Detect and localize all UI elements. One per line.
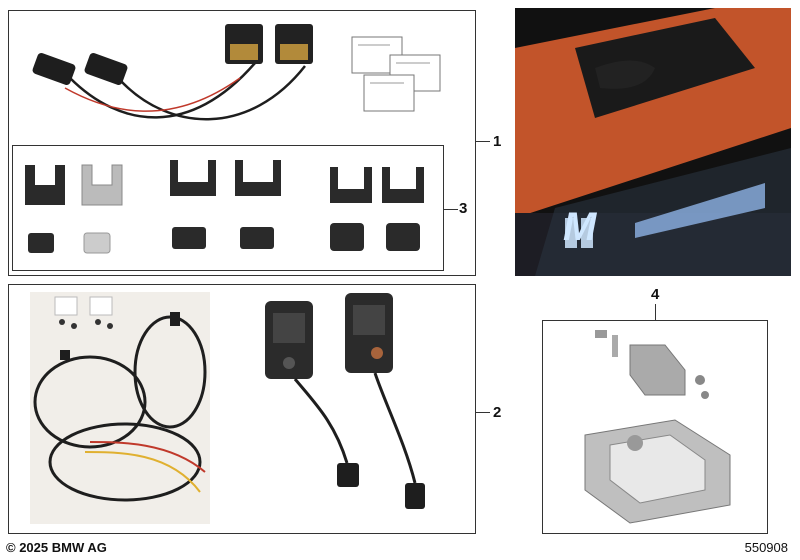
copyright-text: © 2025 BMW AG	[6, 540, 107, 555]
mounting-frame-icon	[584, 330, 731, 524]
callout-3: 3	[459, 200, 468, 217]
diagram-part-number: 550908	[744, 540, 788, 555]
callout-1-leader	[476, 141, 490, 142]
projector-module-icon	[265, 293, 425, 509]
callout-1: 1	[493, 133, 502, 150]
cable-harness-photo	[30, 292, 210, 524]
callout-4: 4	[651, 286, 660, 303]
connector-cable-assembly-icon	[32, 24, 313, 121]
bracket-set-icon	[25, 160, 424, 254]
callout-2-leader	[476, 412, 490, 413]
instruction-leaflet-icon	[351, 36, 441, 112]
callout-2: 2	[493, 404, 502, 421]
car-door-projection-photo: M	[515, 8, 791, 276]
callout-3-leader	[444, 209, 458, 210]
callout-4-leader	[655, 304, 656, 320]
